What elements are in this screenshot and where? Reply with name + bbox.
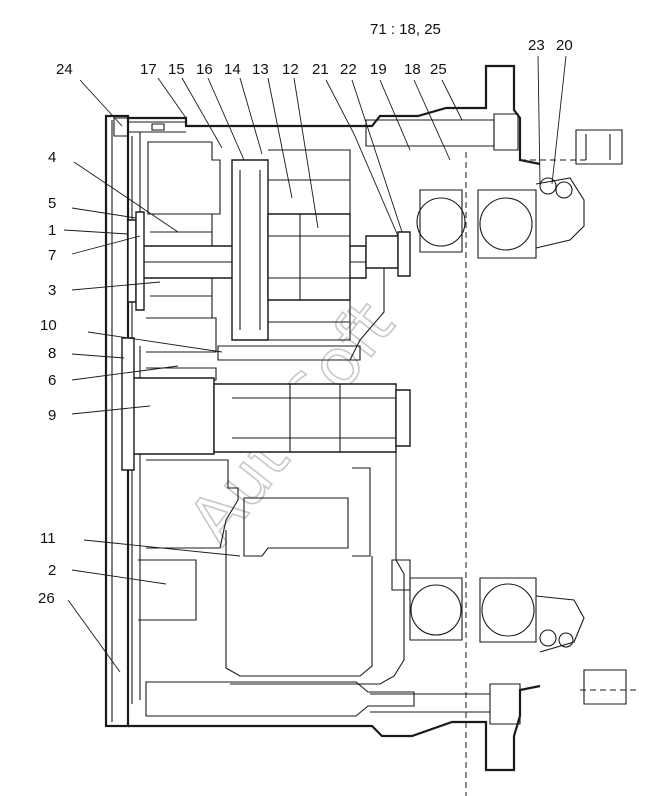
callout-15: 15 (168, 61, 185, 78)
callout-4: 4 (48, 149, 56, 166)
callout-labels: 24 17 15 16 14 13 12 21 22 19 18 25 23 2… (38, 37, 573, 607)
callout-23: 23 (528, 37, 545, 54)
upper-bearings (416, 129, 623, 259)
callout-20: 20 (556, 37, 573, 54)
callout-26: 26 (38, 590, 55, 607)
callout-19: 19 (370, 61, 387, 78)
callout-14: 14 (224, 61, 241, 78)
gearbox-housing (104, 64, 640, 796)
callout-5: 5 (48, 195, 56, 212)
callout-8: 8 (48, 345, 56, 362)
callout-16: 16 (196, 61, 213, 78)
upper-gear-train (127, 149, 411, 361)
callout-12: 12 (282, 61, 299, 78)
callout-21: 21 (312, 61, 329, 78)
callout-13: 13 (252, 61, 269, 78)
callout-18: 18 (404, 61, 421, 78)
reference-caption: 71 : 18, 25 (370, 21, 441, 38)
callout-1: 1 (48, 222, 56, 239)
callout-7: 7 (48, 247, 56, 264)
callout-17: 17 (140, 61, 157, 78)
callout-6: 6 (48, 372, 56, 389)
callout-3: 3 (48, 282, 56, 299)
callout-24: 24 (56, 61, 73, 78)
leader-lines (63, 55, 567, 673)
callout-11: 11 (40, 530, 56, 547)
callout-2: 2 (48, 562, 56, 579)
callout-25: 25 (430, 61, 447, 78)
callout-22: 22 (340, 61, 357, 78)
lower-bearings (391, 559, 627, 705)
callout-9: 9 (48, 407, 56, 424)
output-shaft (121, 337, 411, 471)
callout-10: 10 (40, 317, 57, 334)
